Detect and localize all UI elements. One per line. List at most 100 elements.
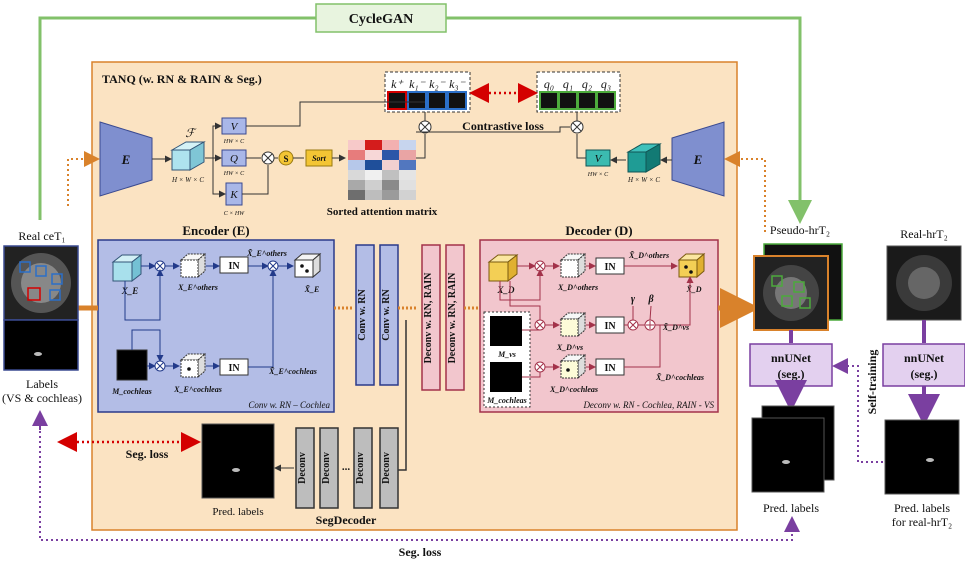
pred-labels-real-image (884, 419, 960, 495)
seg-text: (seg.) (911, 367, 938, 381)
hw-c-text: HW × C (223, 139, 245, 145)
xt-e-cube (293, 252, 322, 279)
xe-others-label: X_E^others (177, 283, 218, 292)
labels-left: Labels (26, 377, 58, 391)
xd-cochleas-cube (559, 353, 587, 380)
nnunet-text: nnUNet (904, 351, 944, 365)
segdecoder-label: SegDecoder (316, 513, 377, 527)
IN-text: IN (604, 363, 616, 374)
xt-d-cochleas-label: X̃_D^cochleas (655, 373, 704, 382)
deconv-rain-bar-1: Deconv w. RN, RAIN (421, 244, 441, 391)
xt-e-others-label: X̃_E^others (246, 249, 287, 258)
deconv-caption: Deconv w. RN - Cochlea, RAIN - VS (582, 400, 714, 410)
c-hw-text: C × HW (224, 211, 245, 217)
deconv-rn-rain-text: Deconv w. RN, RAIN (447, 272, 458, 364)
seg-pred-labels-image (201, 423, 275, 499)
encoder-title: Encoder (E) (182, 223, 249, 238)
xe-label: X_E (121, 286, 139, 296)
k-label-2: k₂⁻ (429, 77, 446, 91)
xd-label: X_D (496, 285, 515, 295)
seg-deconv-bar-3: Deconv (353, 427, 373, 509)
xt-e-label: X̃_E (304, 285, 320, 294)
xe-cube (111, 253, 143, 283)
hwc-left: H × W × C (171, 176, 204, 184)
V-text: V (231, 121, 239, 133)
seg-deconv-bar-1: Deconv (295, 427, 315, 509)
q-label-0: q₀ (544, 77, 554, 91)
m-cochleas-enc-label: M_cochleas (111, 387, 152, 396)
m-cochleas-enc (116, 349, 148, 381)
seg-ellipsis: ... (342, 461, 351, 473)
feature-cube-f (170, 141, 206, 171)
real-cet1-label: Real ceT₁ (18, 229, 65, 243)
q-patches (539, 91, 616, 110)
xd-vs-cube (559, 311, 587, 338)
tanq-title: TANQ (w. RN & RAIN & Seg.) (102, 72, 262, 86)
pred-labels-real-caption: Pred. labels (894, 501, 950, 515)
encoder-trapezoid-left (99, 121, 153, 197)
conv-rn-cochlea-caption: Conv w. RN – Cochlea (248, 400, 330, 410)
seg-deconv-bar-2: Deconv (319, 427, 339, 509)
enc-in-top (219, 256, 249, 274)
deconv-rain-bar-2: Deconv w. RN, RAIN (445, 244, 465, 391)
xt-e-cochleas-label: X̃_E^cochleas (268, 367, 317, 376)
seg-loss-purple-label: Seg. loss (399, 545, 442, 559)
deconv-text: Deconv (321, 452, 332, 484)
seg-pred-labels-caption: Pred. labels (212, 506, 263, 518)
e-left-label: E (121, 152, 131, 167)
xe-cochleas-label: X_E^cochleas (173, 385, 222, 394)
f-label: ℱ (185, 126, 197, 140)
q-label-3: q₃ (601, 77, 611, 91)
xd-others-cube (559, 252, 587, 279)
sorted-attention-matrix (348, 140, 416, 200)
V-text: V (595, 153, 603, 165)
seg-text: (seg.) (778, 367, 805, 381)
feature-cube-right (626, 143, 662, 173)
nnunet-real-box (882, 343, 965, 387)
conv-rn-text: Conv w. RN (381, 289, 392, 341)
conv-rn-bar-1: Conv w. RN (355, 244, 375, 386)
cyclegan-box (315, 3, 447, 33)
m-cochleas-dec-mask (490, 362, 522, 392)
xt-d-label: X̃_D (685, 285, 701, 294)
deconv-text: Deconv (355, 452, 366, 484)
self-training-arrow (832, 358, 883, 463)
xd-vs-label: X_D^vs (556, 343, 583, 352)
cyclegan-label: CycleGAN (349, 12, 414, 27)
k-label-1: k₁⁻ (409, 77, 426, 91)
m-vs-mask (490, 316, 522, 346)
sorted-attention-label: Sorted attention matrix (327, 206, 438, 218)
m-vs-label: M_vs (497, 350, 516, 359)
contrastive-loss-label: Contrastive loss (462, 119, 544, 133)
real-labels-image (3, 319, 79, 371)
pseudo-hrt2-label: Pseudo-hrT₂ (770, 223, 830, 237)
xe-cochleas-cube (179, 352, 207, 379)
m-cochleas-dec-label: M_cochleas (486, 396, 527, 405)
deconv-rn-rain-text: Deconv w. RN, RAIN (423, 272, 434, 364)
nnunet-text: nnUNet (771, 351, 811, 365)
IN-text: IN (604, 262, 616, 273)
beta-label: β (647, 294, 654, 305)
q-label-2: q₂ (582, 77, 592, 91)
gamma-label: γ (631, 294, 636, 305)
xt-d-vs-label: X̃_D^vs (662, 323, 689, 332)
seg-loss-purple-arrow (39, 416, 800, 541)
deconv-text: Deconv (297, 452, 308, 484)
xt-d-cube (677, 252, 706, 279)
encoder-trapezoid-right (671, 121, 725, 197)
xe-others-cube (179, 252, 207, 279)
hwc-right: H × W × C (627, 176, 660, 184)
xd-cochleas-label: X_D^cochleas (549, 385, 598, 394)
K-text: K (229, 189, 238, 201)
k-label-3: k₃⁻ (449, 77, 466, 91)
decoder-title: Decoder (D) (565, 223, 632, 238)
pred-labels-real-sub: for real-hrT₂ (892, 515, 952, 529)
IN-text: IN (228, 261, 240, 272)
conv-rn-text: Conv w. RN (357, 289, 368, 341)
Q-text: Q (230, 153, 238, 165)
xd-cube (487, 253, 519, 283)
xd-others-label: X_D^others (557, 283, 598, 292)
self-training-label: Self-training (865, 350, 879, 415)
labels-left-sub: (VS & cochleas) (2, 391, 82, 405)
